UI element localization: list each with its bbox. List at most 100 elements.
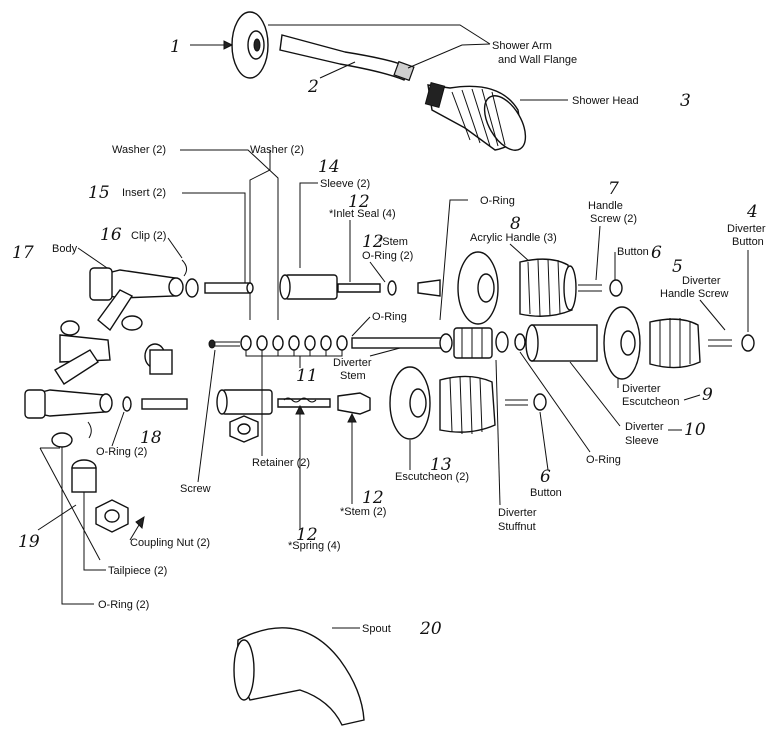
- escutcheon-top: [457, 251, 499, 325]
- label-diverter-stuffnut-a: Diverter: [498, 507, 537, 519]
- label-diverter-handle-screw-a: Diverter: [682, 275, 721, 287]
- label-o-ring-top: O-Ring: [480, 195, 515, 207]
- sleeve-bottom: [216, 389, 273, 415]
- screw-part: [208, 339, 240, 349]
- label-tailpiece: Tailpiece (2): [108, 565, 167, 577]
- callout-12-stem-bottom: 12: [362, 488, 384, 508]
- label-sleeve: Sleeve (2): [320, 178, 370, 190]
- label-button-bottom: Button: [530, 487, 562, 499]
- handle-screw-top: [578, 284, 602, 292]
- label-screw: Screw: [180, 483, 211, 495]
- o-ring-left-mid: [121, 315, 143, 331]
- callout-6-bottom: 6: [540, 467, 551, 487]
- insert-part: [185, 278, 254, 298]
- callout-10: 10: [684, 420, 706, 440]
- callout-11: 11: [296, 366, 318, 386]
- callout-18: 18: [140, 428, 162, 448]
- acrylic-handle-top: [519, 258, 577, 317]
- spout-part: [233, 627, 365, 726]
- label-o-ring-right: O-Ring: [586, 454, 621, 466]
- callout-6-top: 6: [651, 243, 662, 263]
- body-middle: [54, 289, 134, 385]
- label-spring: *Spring (4): [288, 540, 341, 552]
- diverter-stem-part: [351, 333, 453, 353]
- callout-12-spring: 12: [296, 525, 318, 545]
- label-spout: Spout: [362, 623, 391, 635]
- callout-19: 19: [18, 532, 40, 552]
- button-top-part: [609, 279, 623, 297]
- clip-bottom: [87, 421, 92, 439]
- wall-flange: [231, 11, 269, 79]
- label-diverter-escutcheon-a: Diverter: [622, 383, 661, 395]
- label-diverter-stuffnut-b: Stuffnut: [498, 521, 536, 533]
- callout-4: 4: [746, 202, 758, 222]
- label-diverter-sleeve-b: Sleeve: [625, 435, 659, 447]
- diverter-handle-part: [649, 318, 701, 369]
- label-o-ring-bottom: O-Ring (2): [98, 599, 149, 611]
- diverter-sleeve-part: [525, 324, 598, 362]
- insert-bottom: [141, 398, 188, 410]
- callout-5: 5: [672, 257, 683, 277]
- callout-16: 16: [100, 225, 122, 245]
- callout-17: 17: [12, 243, 34, 263]
- label-washer-right: Washer (2): [250, 144, 304, 156]
- label-coupling-nut: Coupling Nut (2): [130, 537, 210, 549]
- shower-arm: [279, 34, 415, 82]
- label-shower-arm: Shower Arm: [492, 40, 552, 52]
- body-top-inlet: [89, 267, 184, 301]
- label-wall-flange: and Wall Flange: [498, 54, 577, 66]
- callout-7: 7: [608, 179, 619, 199]
- washers-mid: [240, 335, 348, 351]
- sleeve-top: [279, 274, 338, 300]
- stem-bottom-part: [277, 392, 371, 415]
- o-ring-18: [122, 396, 132, 412]
- diverter-stuffnut-part: [453, 327, 493, 359]
- callout-9: 9: [702, 385, 713, 405]
- button-bottom-part: [533, 393, 547, 411]
- label-diverter-sleeve-a: Diverter: [625, 421, 664, 433]
- stem-top: [337, 279, 441, 297]
- hex-nut-mid: [229, 415, 259, 443]
- diverter-escutcheon-part: [603, 306, 641, 380]
- label-diverter-button-b: Button: [732, 236, 764, 248]
- label-diverter-button-a: Diverter: [727, 223, 766, 235]
- o-ring-bottom-part: [51, 432, 73, 448]
- escutcheon-bottom: [389, 366, 431, 440]
- callout-13: 13: [430, 455, 452, 475]
- label-diverter-stem-b: Stem: [340, 370, 366, 382]
- handle-bottom: [439, 375, 496, 435]
- callout-14: 14: [318, 157, 340, 177]
- callout-12-inlet: 12: [348, 192, 370, 212]
- label-acrylic-handle: Acrylic Handle (3): [470, 232, 557, 244]
- label-button-top: Button: [617, 246, 649, 258]
- tailpiece-part: [71, 459, 97, 493]
- label-handle-screw-b: Screw (2): [590, 213, 637, 225]
- callout-1: 1: [170, 37, 181, 57]
- label-retainer: Retainer (2): [252, 457, 310, 469]
- label-escutcheon: Escutcheon (2): [395, 471, 469, 483]
- label-diverter-escutcheon-b: Escutcheon: [622, 396, 679, 408]
- label-shower-head: Shower Head: [572, 95, 639, 107]
- o-rings-right-mid: [495, 331, 526, 353]
- label-clip: Clip (2): [131, 230, 166, 242]
- label-body: Body: [52, 243, 78, 255]
- label-stem-o-ring-a: *Stem: [378, 236, 408, 248]
- label-o-ring-mid: O-Ring: [372, 311, 407, 323]
- label-diverter-handle-screw-b: Handle Screw: [660, 288, 729, 300]
- label-insert: Insert (2): [122, 187, 166, 199]
- label-o-ring-2: O-Ring (2): [96, 446, 147, 458]
- label-washer-left: Washer (2): [112, 144, 166, 156]
- callout-15: 15: [88, 183, 110, 203]
- label-inlet-seal: *Inlet Seal (4): [329, 208, 396, 220]
- label-stem-bottom: *Stem (2): [340, 506, 386, 518]
- body-bottom-inlet: [24, 389, 113, 419]
- callout-20: 20: [419, 619, 442, 639]
- label-diverter-stem-a: Diverter: [333, 357, 372, 369]
- label-stem-o-ring-b: O-Ring (2): [362, 250, 413, 262]
- coupling-nut-part: [95, 499, 129, 533]
- callout-8: 8: [510, 214, 521, 234]
- callout-3: 3: [680, 91, 691, 111]
- diverter-button-part: [741, 334, 755, 352]
- screw-bottom-right: [505, 399, 528, 406]
